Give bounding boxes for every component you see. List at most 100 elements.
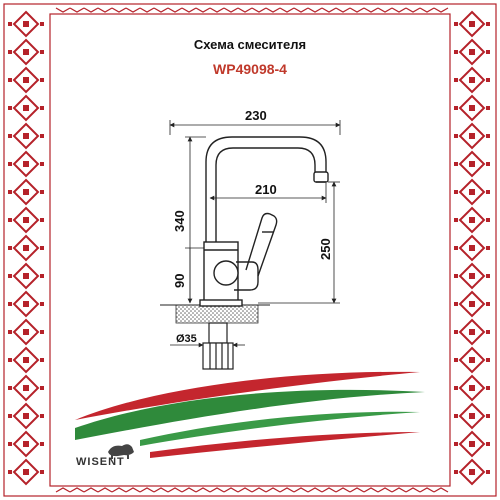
border-diamond — [458, 402, 486, 430]
border-zigzag-bottom — [223, 487, 239, 493]
border-zigzag-bottom — [83, 487, 99, 493]
border-dot — [454, 218, 458, 222]
border-dot — [8, 442, 12, 446]
border-zigzag-top — [265, 7, 281, 13]
border-dot — [8, 106, 12, 110]
border-zigzag-bottom — [69, 487, 85, 493]
border-zigzag-top — [377, 7, 393, 13]
border-zigzag-top — [55, 7, 71, 13]
border-diamond-center — [23, 105, 29, 111]
border-diamond — [458, 94, 486, 122]
border-zigzag-top — [433, 7, 449, 13]
border-diamond — [458, 458, 486, 486]
border-diamond-center — [469, 413, 475, 419]
border-diamond — [458, 374, 486, 402]
border-zigzag-top — [307, 7, 323, 13]
border-dot — [454, 442, 458, 446]
border-zigzag-bottom — [167, 487, 183, 493]
border-dot — [486, 134, 490, 138]
border-diamond — [458, 234, 486, 262]
border-diamond-center — [23, 77, 29, 83]
border-dot — [486, 162, 490, 166]
border-zigzag-top — [237, 7, 253, 13]
border-zigzag-top — [405, 7, 421, 13]
border-dot — [8, 246, 12, 250]
border-dot — [454, 22, 458, 26]
border-dot — [454, 246, 458, 250]
border-diamond-center — [469, 273, 475, 279]
border-dot — [454, 358, 458, 362]
border-diamond — [458, 346, 486, 374]
border-dot — [486, 358, 490, 362]
border-dot — [454, 470, 458, 474]
border-dot — [40, 218, 44, 222]
border-diamond-center — [469, 21, 475, 27]
model-number: WP49098-4 — [213, 61, 287, 77]
border-zigzag-bottom — [125, 487, 141, 493]
border-zigzag-bottom — [97, 487, 113, 493]
border-diamond-center — [23, 469, 29, 475]
border-dot — [40, 190, 44, 194]
border-dot — [8, 218, 12, 222]
border-diamond — [458, 178, 486, 206]
border-zigzag-top — [251, 7, 267, 13]
border-dot — [486, 22, 490, 26]
border-zigzag-top — [69, 7, 85, 13]
border-diamond — [12, 458, 40, 486]
border-zigzag-bottom — [363, 487, 379, 493]
border-diamond — [458, 430, 486, 458]
border-zigzag-top — [139, 7, 155, 13]
border-diamond-center — [469, 189, 475, 195]
border-dot — [486, 302, 490, 306]
border-diamond — [12, 150, 40, 178]
border-zigzag-top — [195, 7, 211, 13]
border-diamond — [12, 66, 40, 94]
border-diamond — [458, 122, 486, 150]
border-dot — [40, 22, 44, 26]
border-zigzag-top — [293, 7, 309, 13]
border-diamond-center — [23, 161, 29, 167]
border-diamond-center — [23, 385, 29, 391]
border-diamond — [12, 402, 40, 430]
border-diamond-center — [23, 329, 29, 335]
border-dot — [40, 78, 44, 82]
border-zigzag-bottom — [433, 487, 449, 493]
border-dot — [454, 50, 458, 54]
border-zigzag-bottom — [237, 487, 253, 493]
border-dot — [486, 246, 490, 250]
border-dot — [8, 386, 12, 390]
border-diamond-center — [23, 413, 29, 419]
green-wave — [75, 389, 425, 440]
border-zigzag-bottom — [307, 487, 323, 493]
shank — [202, 322, 234, 370]
border-diamond — [12, 38, 40, 66]
border-zigzag-top — [181, 7, 197, 13]
red-wave — [75, 371, 420, 420]
border-dot — [454, 302, 458, 306]
border-zigzag-top — [363, 7, 379, 13]
border-diamond-center — [469, 161, 475, 167]
border-zigzag-top — [83, 7, 99, 13]
border-diamond — [458, 290, 486, 318]
border-diamond-center — [23, 273, 29, 279]
border-dot — [40, 470, 44, 474]
border-diamond — [12, 346, 40, 374]
border-zigzag-bottom — [279, 487, 295, 493]
border-zigzag-bottom — [321, 487, 337, 493]
border-diamond-center — [23, 357, 29, 363]
border-zigzag-bottom — [55, 487, 71, 493]
border-diamond — [12, 290, 40, 318]
border-dot — [486, 386, 490, 390]
border-dot — [40, 50, 44, 54]
border-dot — [8, 50, 12, 54]
border-zigzag-bottom — [251, 487, 267, 493]
border-diamond — [12, 234, 40, 262]
border-dot — [454, 274, 458, 278]
border-diamond-center — [469, 245, 475, 251]
border-dot — [454, 162, 458, 166]
border-dot — [40, 246, 44, 250]
border-diamond-center — [23, 217, 29, 223]
